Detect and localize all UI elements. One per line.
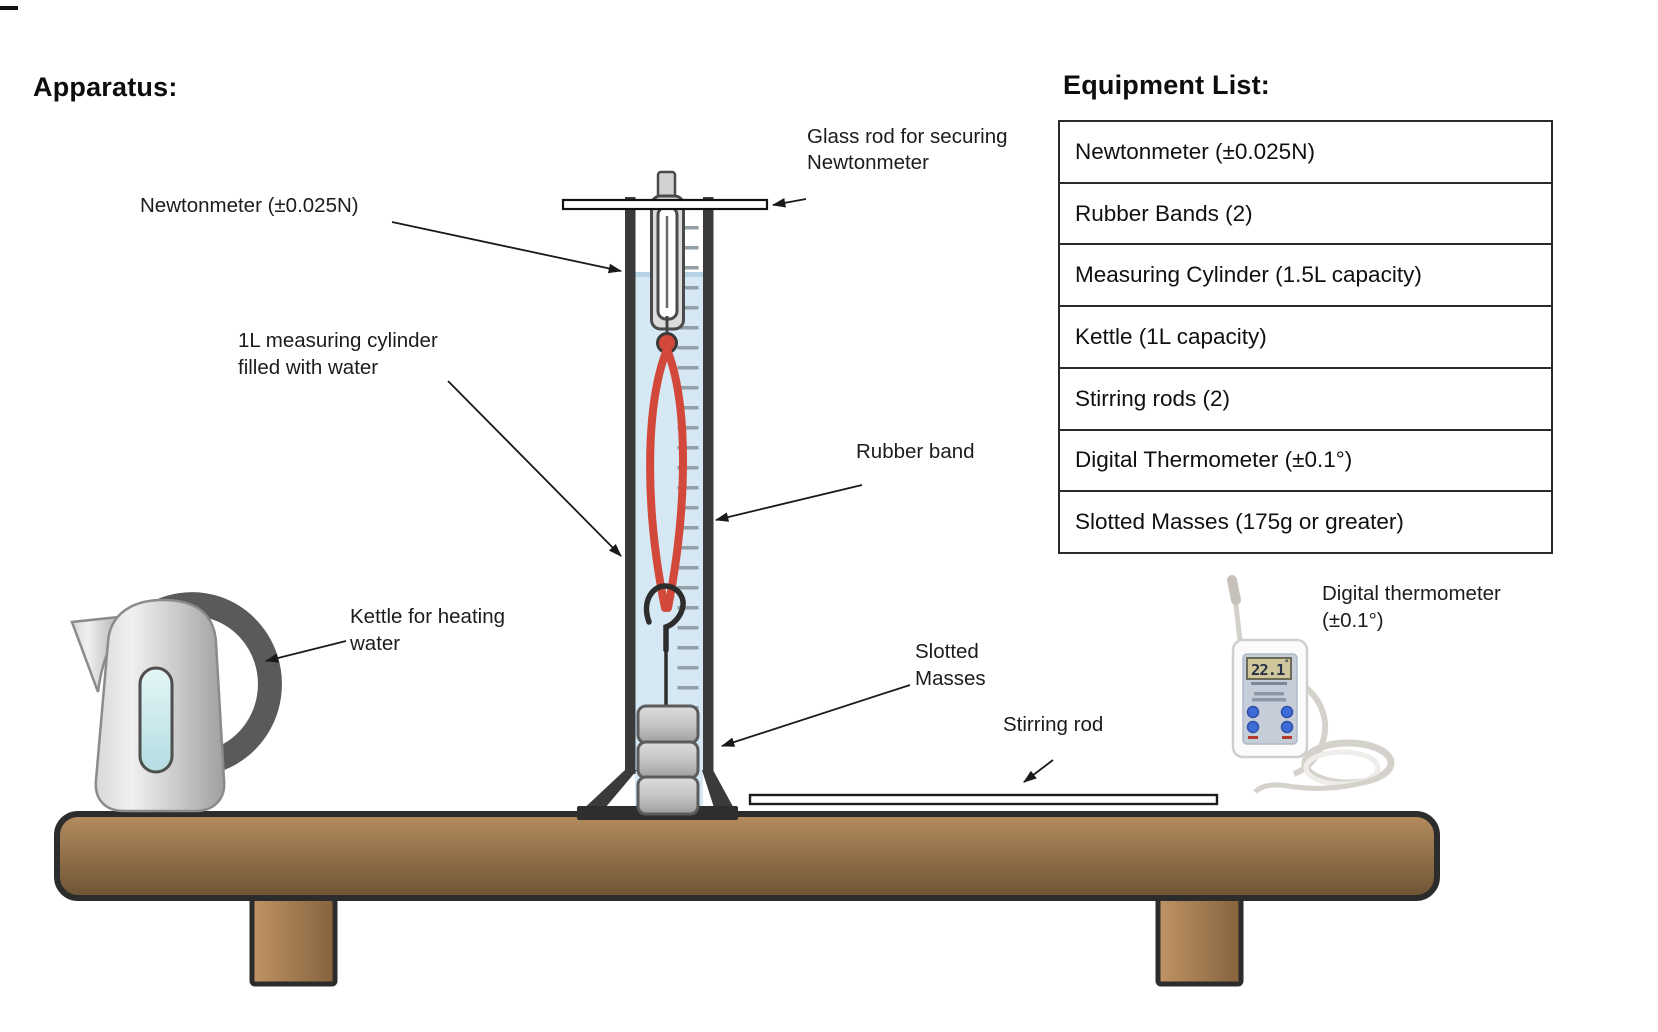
label-newtonmeter: Newtonmeter (±0.025N) [140, 194, 359, 217]
arrow-stirring-rod [1023, 759, 1054, 783]
arrow-slotted-masses [720, 684, 911, 747]
label-kettle-line2: water [349, 632, 400, 655]
equipment-row: Rubber Bands (2) [1060, 184, 1551, 246]
label-thermometer-line1: Digital thermometer [1322, 582, 1501, 605]
label-slotted-masses-line1: Slotted [915, 640, 979, 663]
equipment-list-table: Newtonmeter (±0.025N) Rubber Bands (2) M… [1058, 120, 1553, 554]
bench-top [54, 811, 1440, 901]
hook-curve [643, 583, 686, 653]
equipment-row: Newtonmeter (±0.025N) [1060, 122, 1551, 184]
bench-right-leg [1155, 890, 1244, 987]
equipment-item-label: Stirring rods (2) [1075, 385, 1231, 411]
label-cylinder-line1: 1L measuring cylinder [238, 329, 438, 352]
rubber-band-right-strand [664, 348, 687, 612]
equipment-item-label: Digital Thermometer (±0.1°) [1075, 447, 1353, 473]
equipment-item-label: Newtonmeter (±0.025N) [1075, 138, 1315, 164]
panel-fine-print-2 [1254, 692, 1284, 696]
label-glass-rod-line2: Newtonmeter [807, 151, 929, 174]
equipment-row: Measuring Cylinder (1.5L capacity) [1060, 245, 1551, 308]
equipment-item-label: Rubber Bands (2) [1075, 200, 1253, 226]
apparatus-title: Apparatus: [33, 72, 178, 102]
arrow-rubber-band [714, 484, 863, 522]
cable-coil-inner [1303, 749, 1381, 787]
button-label-red-2 [1282, 736, 1292, 739]
equipment-list-title: Equipment List: [1063, 70, 1270, 100]
crop-mark [0, 6, 18, 10]
slotted-masses [636, 704, 700, 816]
arrow-glass-rod [771, 198, 807, 208]
kettle [70, 592, 282, 813]
callout-labels: Newtonmeter (±0.025N) Glass rod for secu… [140, 125, 1501, 736]
equipment-row: Slotted Masses (175g or greater) [1060, 492, 1551, 552]
lcd-display [1246, 657, 1292, 680]
equipment-row: Digital Thermometer (±0.1°) [1060, 431, 1551, 493]
lcd-reading: 22.1 [1251, 661, 1285, 679]
equipment-item-label: Slotted Masses (175g or greater) [1075, 509, 1404, 535]
glass-rod [561, 198, 769, 211]
equipment-item-label: Measuring Cylinder (1.5L capacity) [1075, 262, 1422, 288]
rubber-band [646, 332, 687, 612]
equipment-row: Kettle (1L capacity) [1060, 307, 1551, 369]
panel-fine-print-1 [1251, 682, 1287, 685]
rubber-band-left-strand [646, 348, 670, 612]
mass-1 [636, 704, 700, 745]
arrow-cylinder [447, 380, 622, 557]
mass-2 [636, 740, 700, 780]
equipment-row: Stirring rods (2) [1060, 369, 1551, 431]
cylinder-left-foot [578, 770, 637, 814]
kettle-water-window [138, 666, 174, 774]
label-slotted-masses-line2: Masses [915, 667, 986, 690]
lcd-unit: ° [1284, 659, 1289, 669]
bench [54, 811, 1440, 987]
cylinder-left-wall [625, 197, 636, 774]
equipment-item-label: Kettle (1L capacity) [1075, 324, 1267, 350]
mass-3 [636, 775, 700, 816]
thermometer-button-3 [1246, 720, 1260, 734]
button-label-red-1 [1248, 736, 1258, 739]
newtonmeter [650, 170, 685, 334]
mass-hook [643, 583, 686, 710]
cable-tail [1253, 769, 1390, 794]
stirring-rod [748, 793, 1219, 806]
thermometer-button-2 [1280, 705, 1294, 719]
arrow-newtonmeter [391, 221, 623, 274]
label-glass-rod-line1: Glass rod for securing [807, 125, 1008, 148]
bench-left-leg [249, 890, 338, 987]
label-stirring-rod: Stirring rod [1003, 713, 1103, 736]
label-thermometer-line2: (±0.1°) [1322, 609, 1384, 632]
label-rubber-band: Rubber band [856, 440, 975, 463]
cylinder-right-wall [703, 197, 714, 774]
cylinder-right-foot [702, 770, 737, 814]
thermometer-button-4 [1280, 720, 1294, 734]
callout-arrows [264, 198, 1054, 783]
thermometer-button-1 [1246, 705, 1260, 719]
panel-fine-print-3 [1252, 698, 1286, 702]
thermometer-probe-tip [1227, 575, 1241, 605]
arrow-kettle [264, 640, 347, 663]
digital-thermometer: 22.1 ° [1227, 575, 1395, 794]
label-cylinder-line2: filled with water [238, 356, 378, 379]
label-kettle-line1: Kettle for heating [350, 605, 505, 628]
